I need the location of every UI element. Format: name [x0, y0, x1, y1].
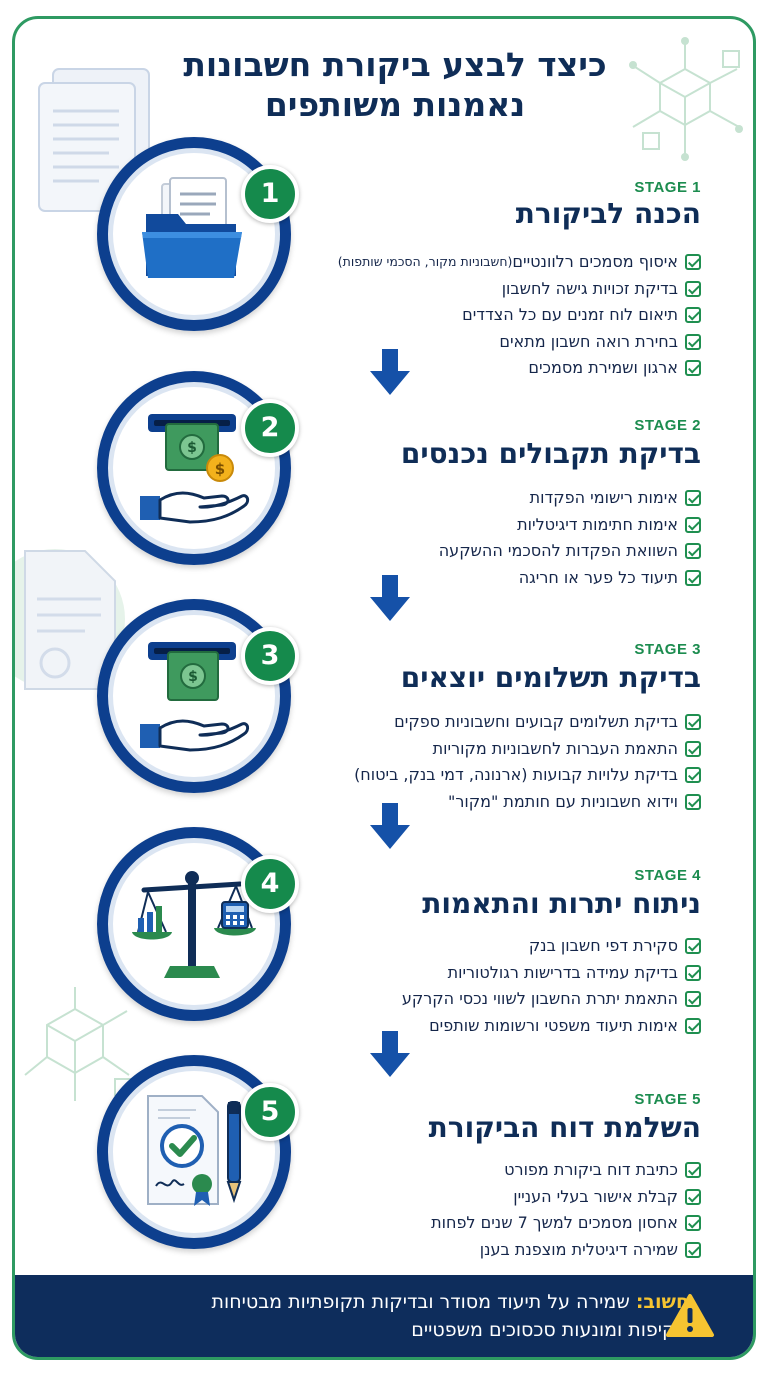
- stage-5-title: השלמת דוח הביקורת: [428, 1111, 701, 1144]
- down-arrow-icon: [370, 803, 410, 849]
- stage-1-title: הכנה לביקורת: [515, 197, 701, 230]
- checklist-item: בדיקת זכויות גישה לחשבון: [281, 276, 701, 303]
- checkbox-checked-icon: [685, 740, 701, 757]
- svg-text:$: $: [188, 669, 198, 685]
- item-note: (חשבוניות מקור, הסכמי שותפות): [337, 254, 513, 269]
- balance-scale-icon: [132, 871, 256, 978]
- money-withdrawal-hand-icon: $: [140, 642, 250, 752]
- checkbox-checked-icon: [685, 490, 701, 507]
- svg-text:$: $: [215, 460, 225, 478]
- checkbox-checked-icon: [685, 767, 701, 784]
- warning-triangle-icon: [666, 1294, 714, 1337]
- checklist-item: אימות רישומי הפקדות: [281, 485, 701, 512]
- checklist-item: בדיקת עמידה בדרישות רגולטוריות: [281, 960, 701, 987]
- checkbox-checked-icon: [685, 333, 701, 350]
- important-note-footer: חשוב: שמירה על תיעוד מסודר ובדיקות תקופת…: [15, 1275, 753, 1357]
- stage-5: 5 STAGE 5 השלמת דוח הביקורת כתיבת דוח בי…: [15, 1055, 753, 1259]
- stage-2-number-badge: 2: [241, 399, 299, 457]
- stage-4-title: ניתוח יתרות והתאמות: [422, 887, 701, 920]
- checkbox-checked-icon: [685, 1215, 701, 1232]
- stage-2-title: בדיקת תקבולים נכנסים: [400, 437, 701, 470]
- svg-text:$: $: [187, 440, 197, 456]
- stage-4-number-badge: 4: [241, 855, 299, 913]
- stage-4-label: STAGE 4: [634, 867, 701, 884]
- checkbox-checked-icon: [685, 360, 701, 377]
- checkbox-checked-icon: [685, 1241, 701, 1258]
- stage-3-checklist: בדיקת תשלומים קבועים וחשבוניות ספקים התא…: [281, 709, 701, 815]
- checklist-item: אימות תיעוד משפטי ורשומות שותפים: [281, 1013, 701, 1040]
- stage-5-checklist: כתיבת דוח ביקורת מפורט קבלת אישור בעלי ה…: [281, 1157, 701, 1263]
- page-title: כיצד לבצע ביקורת חשבונות: [183, 45, 607, 84]
- checklist-item: התאמת יתרת החשבון לשווי נכסי הקרקע: [281, 986, 701, 1013]
- checkbox-checked-icon: [685, 938, 701, 955]
- checkbox-checked-icon: [685, 964, 701, 981]
- money-deposit-hand-icon: $ $: [140, 414, 250, 524]
- checklist-item: סקירת דפי חשבון בנק: [281, 933, 701, 960]
- stage-1-number-badge: 1: [241, 165, 299, 223]
- checkbox-checked-icon: [685, 280, 701, 297]
- important-note-text: חשוב: שמירה על תיעוד מסודר ובדיקות תקופת…: [211, 1291, 689, 1341]
- checkbox-checked-icon: [685, 543, 701, 560]
- folder-documents-icon: [142, 177, 242, 278]
- down-arrow-icon: [370, 349, 410, 395]
- stage-3: $ 3 STAGE 3 בדיקת תשלומים יוצאים בדיקת ת…: [15, 599, 753, 811]
- stage-2-label: STAGE 2: [634, 417, 701, 434]
- page-subtitle: נאמנות משותפים: [264, 85, 526, 124]
- checklist-item: קבלת אישור בעלי העניין: [281, 1184, 701, 1211]
- checkbox-checked-icon: [685, 1162, 701, 1179]
- stage-1-label: STAGE 1: [634, 179, 701, 196]
- checklist-item: ארגון ושמירת מסמכים: [281, 355, 701, 382]
- down-arrow-icon: [370, 1031, 410, 1077]
- checkbox-checked-icon: [685, 569, 701, 586]
- checkbox-checked-icon: [685, 307, 701, 324]
- checklist-item: התאמת העברות לחשבוניות מקוריות: [281, 736, 701, 763]
- stage-3-title: בדיקת תשלומים יוצאים: [400, 661, 701, 694]
- signed-report-pen-icon: [147, 1095, 242, 1206]
- down-arrow-icon: [370, 575, 410, 621]
- stage-5-label: STAGE 5: [634, 1091, 701, 1108]
- stage-4: 4 STAGE 4 ניתוח יתרות והתאמות סקירת דפי …: [15, 827, 753, 1035]
- stage-5-number-badge: 5: [241, 1083, 299, 1141]
- checklist-item: איסוף מסמכים רלוונטיים (חשבוניות מקור, ה…: [281, 249, 701, 276]
- stage-2: $ $ 2 STAGE 2 בדיקת תקבולים נכנסים אימות…: [15, 371, 753, 587]
- checklist-item: כתיבת דוח ביקורת מפורט: [281, 1157, 701, 1184]
- checkbox-checked-icon: [685, 1017, 701, 1034]
- checkbox-checked-icon: [685, 991, 701, 1008]
- infographic-frame: כיצד לבצע ביקורת חשבונות נאמנות משותפים …: [12, 16, 756, 1360]
- stage-3-number-badge: 3: [241, 627, 299, 685]
- stage-1: 1 STAGE 1 הכנה לביקורת איסוף מסמכים רלוו…: [15, 137, 753, 377]
- checkbox-checked-icon: [685, 1188, 701, 1205]
- checklist-item: בדיקת תשלומים קבועים וחשבוניות ספקים: [281, 709, 701, 736]
- checklist-item: תיעוד כל פער או חריגה: [281, 565, 701, 592]
- checklist-item: בדיקת עלויות קבועות (ארנונה, דמי בנק, בי…: [281, 762, 701, 789]
- stage-4-checklist: סקירת דפי חשבון בנק בדיקת עמידה בדרישות …: [281, 933, 701, 1039]
- checklist-item: השוואת הפקדות להסכמי ההשקעה: [281, 538, 701, 565]
- checklist-item: אימות חתימות דיגיטליות: [281, 512, 701, 539]
- stage-2-checklist: אימות רישומי הפקדות אימות חתימות דיגיטלי…: [281, 485, 701, 591]
- stage-4-illustration: [97, 827, 291, 1021]
- checklist-item: בחירת רואה חשבון מתאים: [281, 329, 701, 356]
- checkbox-checked-icon: [685, 516, 701, 533]
- checklist-item: שמירה דיגיטלית מוצפנת בענן: [281, 1237, 701, 1264]
- stage-3-label: STAGE 3: [634, 641, 701, 658]
- checkbox-checked-icon: [685, 793, 701, 810]
- checkbox-checked-icon: [685, 254, 701, 271]
- checklist-item: תיאום לוח זמנים עם כל הצדדים: [281, 302, 701, 329]
- important-label: חשוב:: [635, 1291, 689, 1313]
- checklist-item: וידוא חשבוניות עם חותמת "מקור": [281, 789, 701, 816]
- checkbox-checked-icon: [685, 714, 701, 731]
- stage-1-checklist: איסוף מסמכים רלוונטיים (חשבוניות מקור, ה…: [281, 249, 701, 382]
- checklist-item: אחסון מסמכים למשך 7 שנים לפחות: [281, 1210, 701, 1237]
